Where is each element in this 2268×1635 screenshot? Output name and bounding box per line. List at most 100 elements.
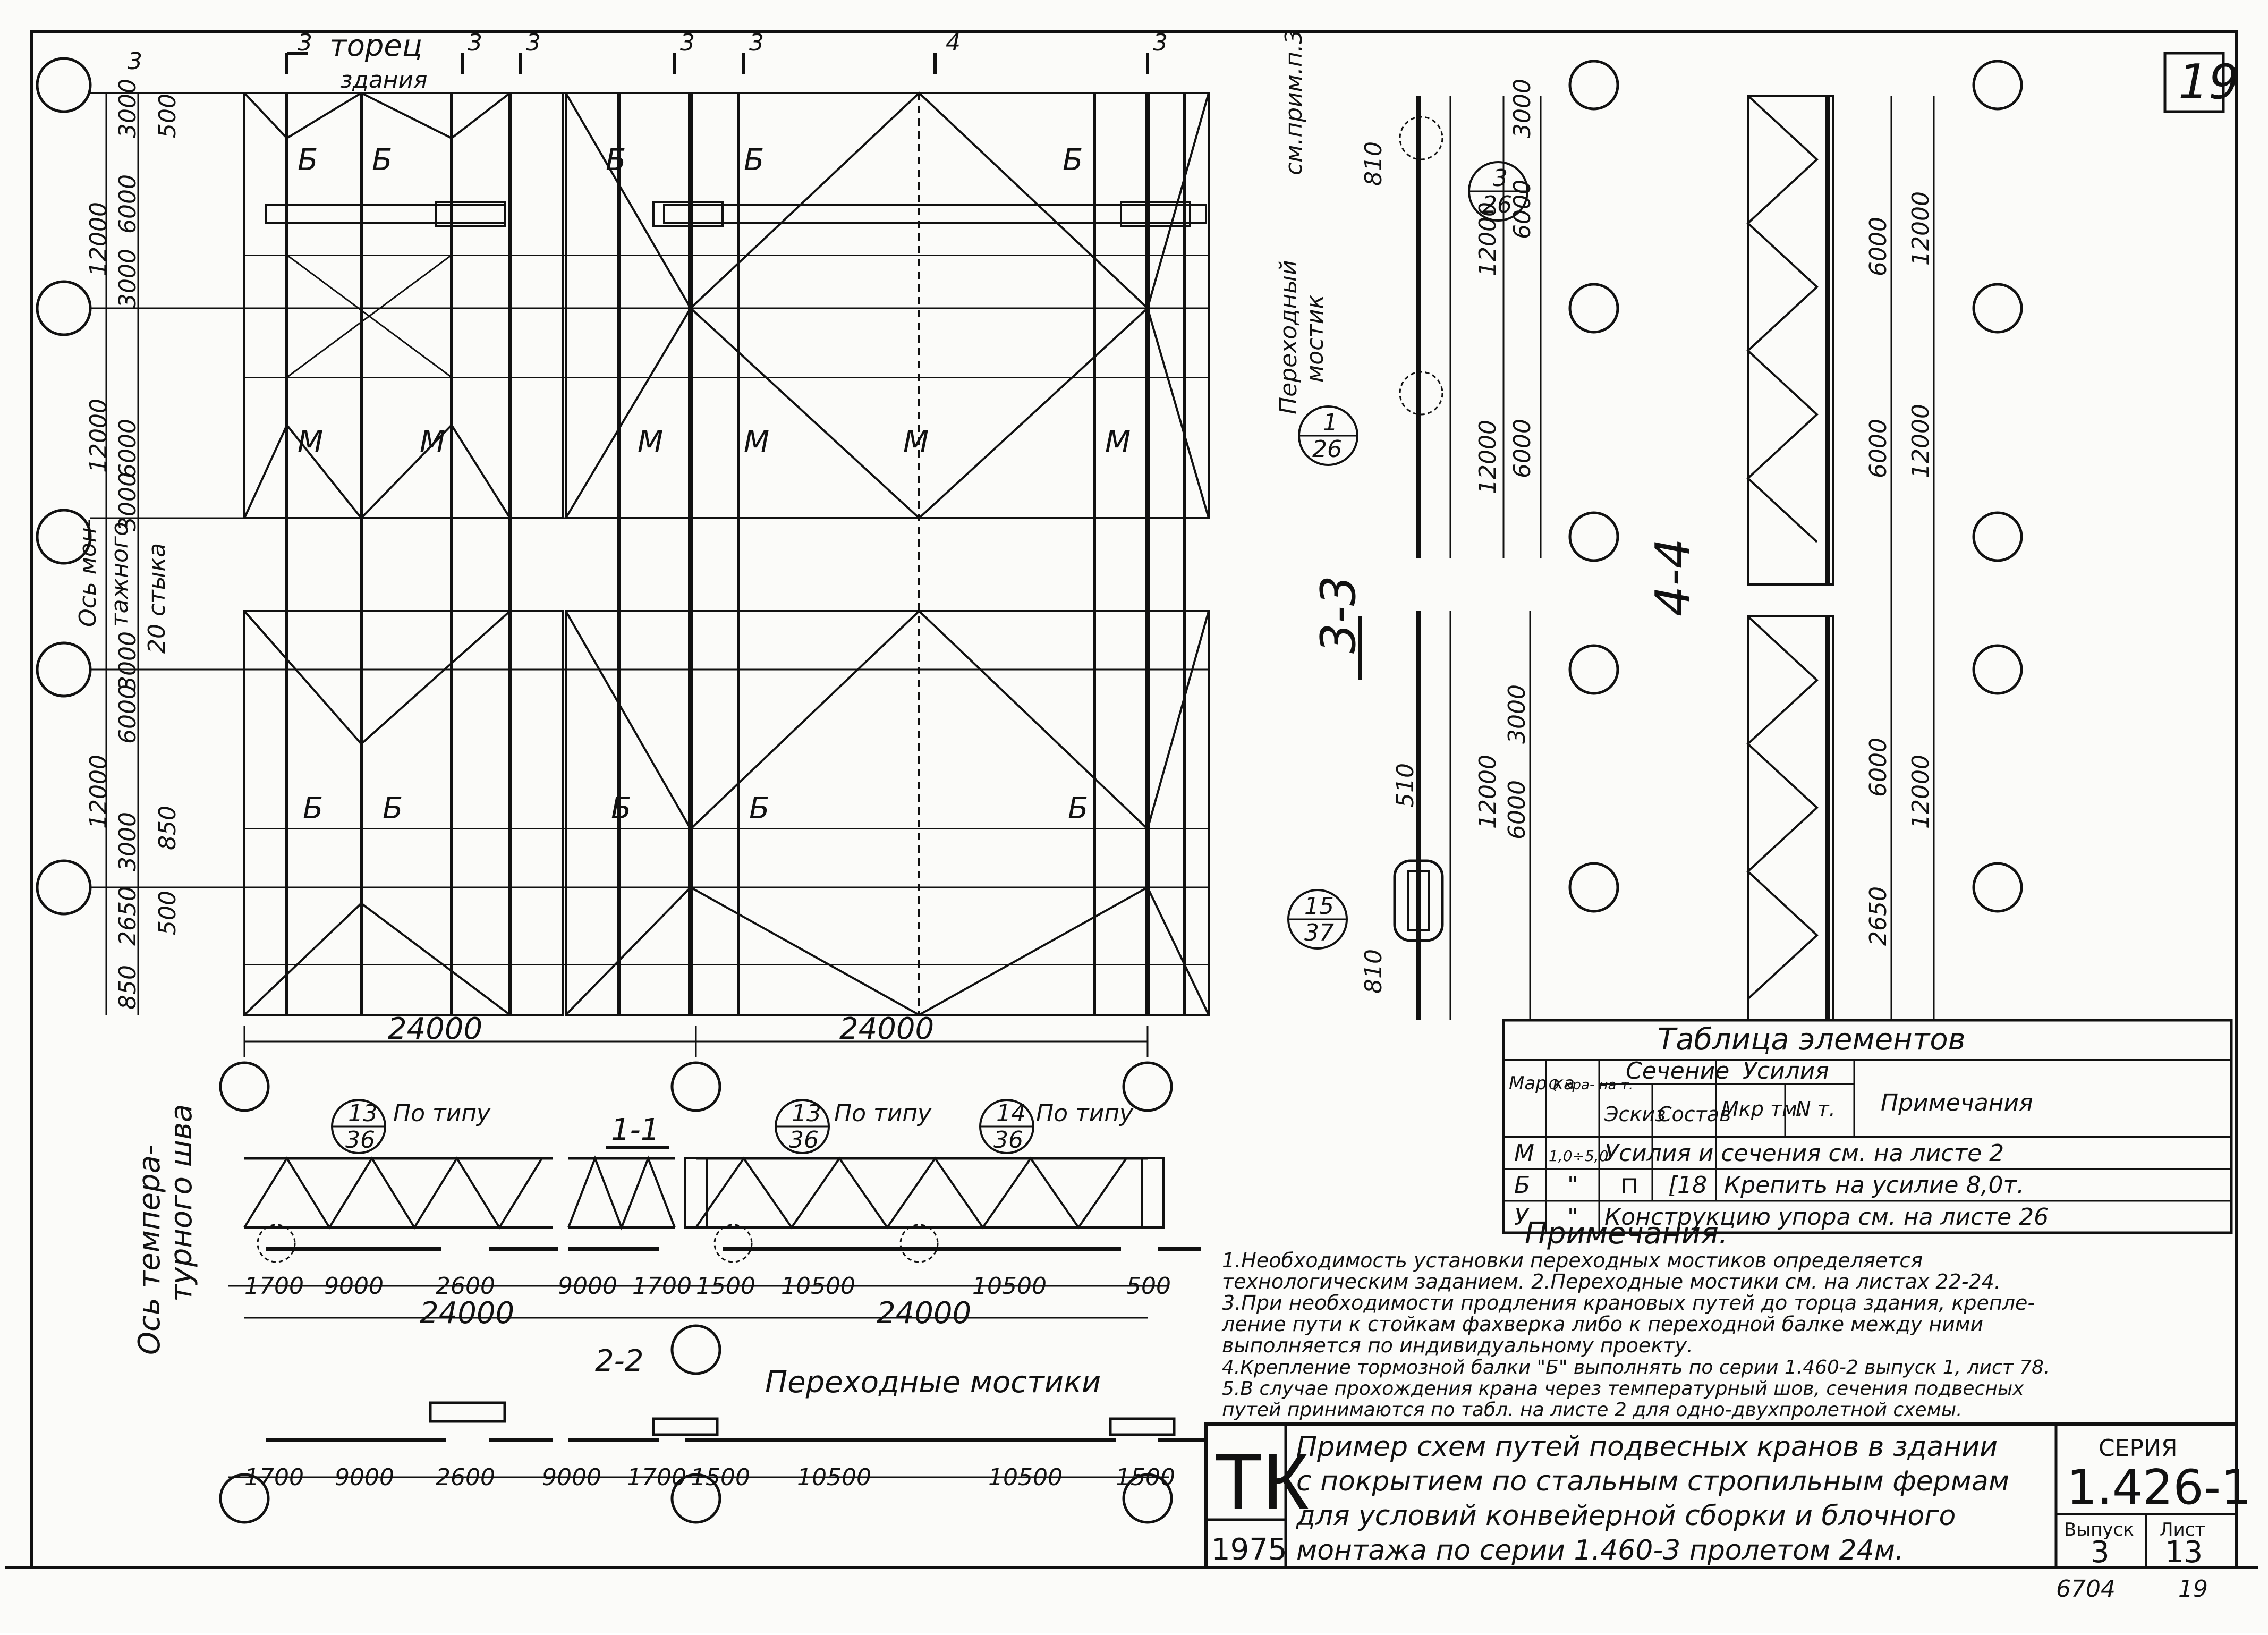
s33-dim-12000: 12000 — [1474, 202, 1501, 276]
dim-1-1-3: 9000 — [558, 1273, 617, 1300]
note-line-2: 3.При необходимости продления крановых п… — [1222, 1291, 2035, 1315]
plan-label-b: Б — [303, 791, 323, 826]
title-desc-1: Пример схем путей подвесных кранов в зда… — [1296, 1431, 1998, 1463]
ref-26: 26 — [1312, 436, 1342, 463]
s44-dim-12000: 12000 — [1907, 755, 1934, 829]
axis-temp-label: Ось темпера- — [132, 1145, 167, 1355]
plan-sec3: 3 — [1153, 29, 1168, 56]
note-line-1: технологическим заданием. 2.Переходные м… — [1222, 1270, 2001, 1293]
section-1-1-title: 1-1 — [611, 1113, 659, 1147]
title-desc-2: с покрытием по стальным стропильным ферм… — [1296, 1465, 2009, 1497]
axis-mont-line3: 20 стыка — [143, 543, 171, 654]
dim-2-2-7: 10500 — [988, 1464, 1063, 1491]
plan-sec3: 3 — [298, 29, 312, 56]
title-year: 1975 — [1211, 1532, 1287, 1567]
dim-2-2-6: 10500 — [797, 1464, 871, 1491]
title-vypusk: 3 — [2091, 1535, 2110, 1570]
plan-dim-3000: 3000 — [114, 631, 141, 691]
label-cm-prim: см.прим.п.3 — [1280, 29, 1307, 175]
plan-dim-12000: 12000 — [85, 755, 112, 829]
dim-1-1-5: 1500 — [696, 1273, 755, 1300]
plan-dim-6000: 6000 — [114, 174, 141, 234]
dim-1-1-1: 9000 — [324, 1273, 384, 1300]
plan-dim-850: 850 — [114, 965, 141, 1010]
s33-dim-3000: 3000 — [1503, 684, 1531, 744]
row-b-mark: Б — [1514, 1172, 1530, 1199]
plan-dim-3000: 3000 — [114, 812, 141, 871]
plan-sec3: 3 — [468, 29, 482, 56]
dim-2-2-1: 9000 — [335, 1464, 394, 1491]
s44-dim-2650: 2650 — [1865, 886, 1892, 946]
label-bridge-1: Переходный — [1275, 260, 1302, 414]
plan-dim-24000-right: 24000 — [839, 1012, 934, 1046]
plan-label-zdaniya: здания — [340, 66, 428, 94]
plan-label-b: Б — [1068, 791, 1088, 826]
title-seria-label: СЕРИЯ — [2099, 1435, 2178, 1462]
plan-dim-6000: 6000 — [114, 419, 141, 478]
page-number: 19 — [2178, 54, 2239, 110]
plan-sec3-left: 3 — [128, 48, 142, 75]
row-y-q: " — [1567, 1204, 1578, 1231]
section-2-2-title: 2-2 — [595, 1344, 643, 1378]
note-line-6: 5.В случае прохождения крана через темпе… — [1222, 1378, 2024, 1400]
note-line-0: 1.Необходимость установки переходных мос… — [1222, 1249, 1923, 1272]
plan-label-b: Б — [606, 143, 626, 177]
section-2-2 — [228, 1401, 1206, 1478]
row-m-mark: М — [1514, 1140, 1534, 1167]
plan-dim-500: 500 — [154, 94, 181, 138]
row-y-mark: У — [1514, 1204, 1530, 1231]
po-tipu: По типу — [1036, 1100, 1134, 1127]
plan-label-b: Б — [611, 791, 631, 826]
plan-dim-850: 850 — [154, 806, 181, 850]
dim-1-1-0: 1700 — [244, 1273, 304, 1300]
dim-2-2-2: 2600 — [436, 1464, 495, 1491]
ref-3: 3 — [1493, 165, 1508, 192]
plan-sec4: 4 — [946, 29, 961, 56]
title-desc-3: для условий конвейерной сборки и блочног… — [1296, 1500, 1956, 1532]
s44-dim-12000: 12000 — [1907, 404, 1934, 478]
title-list: 13 — [2165, 1535, 2203, 1570]
plan-label-m: М — [744, 425, 769, 459]
table-title: Таблица элементов — [1658, 1022, 1966, 1057]
plan-dim-24000-left: 24000 — [388, 1012, 482, 1046]
plan-label-b: Б — [298, 143, 318, 177]
dim-1-1-total-1: 24000 — [420, 1296, 514, 1331]
ref-13: 13 — [348, 1100, 378, 1127]
dim-2-2-3: 9000 — [542, 1464, 601, 1491]
th-m: Мкр тм. — [1721, 1097, 1804, 1121]
s44-dim-6000: 6000 — [1865, 217, 1892, 276]
dim-2-2-0: 1700 — [244, 1464, 304, 1491]
page-number-box — [2163, 52, 2225, 113]
dim-810: 810 — [1360, 949, 1387, 994]
plan-label-b: Б — [749, 791, 769, 826]
axis-temp-line2: турного шва — [164, 1104, 199, 1302]
s44-dim-6000: 6000 — [1865, 738, 1892, 797]
ref-15: 15 — [1304, 893, 1334, 920]
th-section: Сечение — [1626, 1057, 1729, 1085]
ref-36: 36 — [993, 1126, 1023, 1154]
plan-dim-12000-top: 12000 — [85, 202, 112, 276]
po-tipu: По типу — [834, 1100, 932, 1127]
ref-26: 26 — [1482, 191, 1512, 218]
plan-dim-12000: 12000 — [85, 202, 112, 276]
section-4-4 — [1746, 60, 2023, 1021]
plan-view — [36, 52, 1210, 1524]
dim-810: 810 — [1360, 141, 1387, 186]
th-sostav: Состав — [1658, 1103, 1731, 1126]
th-mark: Мар ка — [1509, 1073, 1575, 1094]
po-tipu: По типу — [393, 1100, 491, 1127]
th-q: Q кра- на т. — [1549, 1077, 1633, 1093]
dim-1-1-8: 500 — [1126, 1273, 1171, 1300]
th-note: Примечания — [1881, 1089, 2033, 1116]
row-b-text: Крепить на усилие 8,0т. — [1724, 1172, 2024, 1199]
dim-2-2-5: 1500 — [691, 1464, 750, 1491]
bottom-code: 6704 — [2056, 1575, 2116, 1603]
section-2-2-note: Переходные мостики — [765, 1365, 1101, 1400]
section-3-3 — [1287, 60, 1619, 1020]
s33-dim-6000: 6000 — [1509, 419, 1536, 478]
plan-label-m: М — [903, 425, 929, 459]
plan-label-torets: торец — [329, 29, 422, 63]
note-line-3: ление пути к стойкам фахверка либо к пер… — [1221, 1312, 1983, 1336]
ref-36: 36 — [789, 1126, 819, 1154]
s33-dim-12000: 12000 — [1474, 755, 1501, 829]
